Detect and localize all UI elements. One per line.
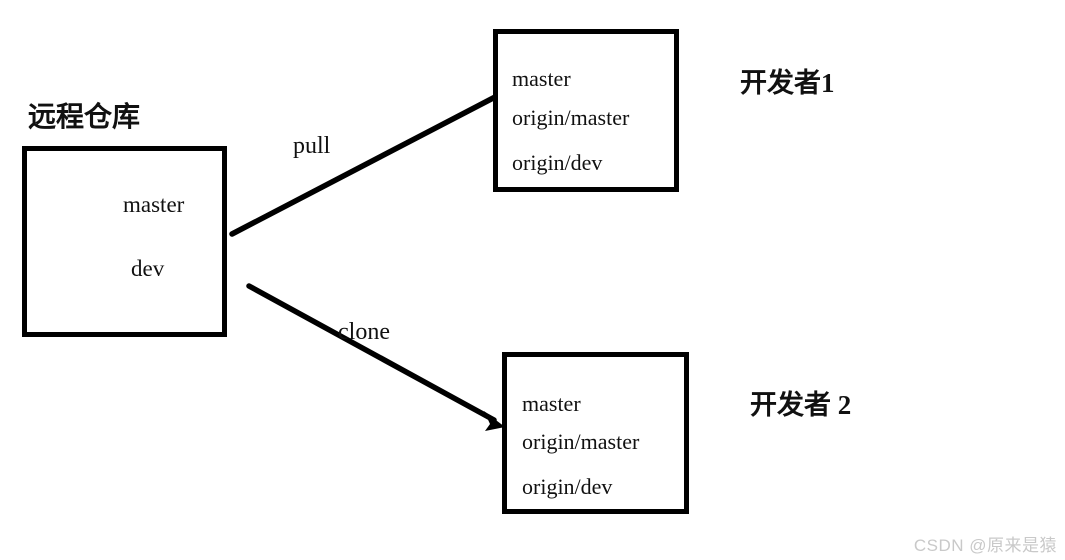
developer1-box: master origin/master origin/dev xyxy=(493,29,679,192)
dev1-ref-origin-master: origin/master xyxy=(512,105,630,130)
dev2-ref-origin-master: origin/master xyxy=(522,429,640,454)
clone-edge-line xyxy=(246,283,497,423)
remote-repo-box: master dev xyxy=(22,146,227,337)
dev1-branch-master: master xyxy=(512,66,571,91)
developer1-label: 开发者1 xyxy=(740,68,835,98)
developer2-box: master origin/master origin/dev xyxy=(502,352,689,514)
remote-repo-title: 远程仓库 xyxy=(28,102,141,133)
pull-edge-line xyxy=(229,93,500,237)
pull-edge-label: pull xyxy=(293,133,331,159)
clone-edge-label: clone xyxy=(338,319,390,345)
dev1-ref-origin-dev: origin/dev xyxy=(512,150,603,175)
developer2-label: 开发者 2 xyxy=(750,390,852,420)
dev2-branch-master: master xyxy=(522,391,581,416)
remote-branch-master: master xyxy=(123,192,185,217)
dev2-ref-origin-dev: origin/dev xyxy=(522,474,613,499)
csdn-watermark: CSDN @原来是猿 xyxy=(913,536,1057,555)
remote-branch-dev: dev xyxy=(131,256,165,281)
